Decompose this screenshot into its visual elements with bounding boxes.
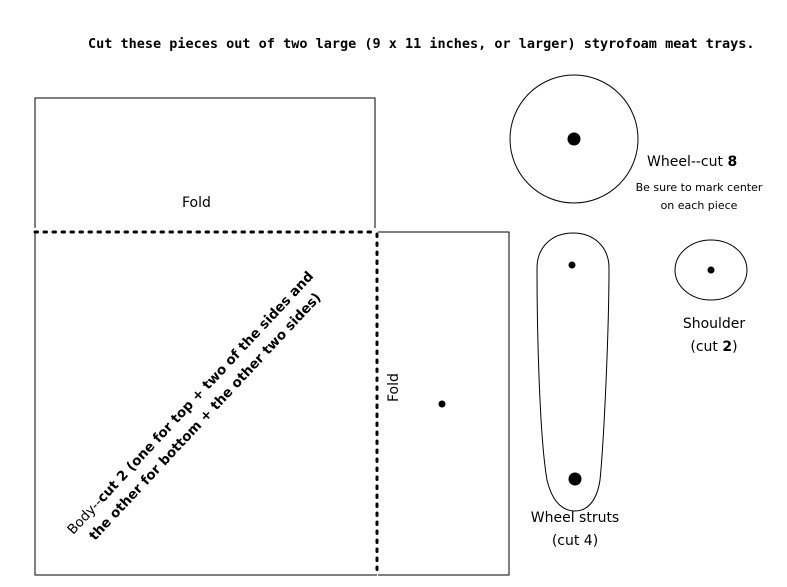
page-title: Cut these pieces out of two large (9 x 1… [88, 36, 755, 52]
shoulder-outline [674, 239, 748, 301]
wheel-strut-outline [536, 232, 610, 512]
wheel-strut-top-dot [568, 261, 576, 269]
shoulder-label-line-1: Shoulder [682, 316, 746, 332]
body-top-flap-outline [34, 97, 376, 228]
body-center-dot [438, 400, 446, 408]
body-right-flap-outline [378, 231, 510, 576]
wheel-strut-bottom-dot [568, 472, 582, 486]
body-main-outline [34, 232, 377, 576]
wheel-center-dot [567, 132, 581, 146]
shoulder-center-dot [707, 266, 715, 274]
body-fold-label-top: Fold [182, 195, 211, 211]
shoulder-label-count: 2 [722, 339, 733, 355]
wheel-note-line-1: Be sure to mark center [635, 181, 763, 194]
wheel-label-text: Wheel--cut [647, 154, 728, 170]
wheel-outline [509, 74, 639, 204]
body-fold-label-right: Fold [386, 373, 402, 402]
shoulder-label-line-2: (cut 2) [664, 339, 764, 355]
wheel-struts-label-line-1: Wheel struts [530, 510, 620, 526]
wheel-label: Wheel--cut 8 [647, 154, 737, 170]
wheel-label-count: 8 [727, 154, 738, 170]
wheel-struts-label-line-2: (cut 4) [551, 533, 599, 549]
shoulder-label-open: (cut [690, 339, 723, 355]
wheel-note-line-2: on each piece [660, 199, 738, 212]
shoulder-label-close: ) [732, 339, 738, 355]
